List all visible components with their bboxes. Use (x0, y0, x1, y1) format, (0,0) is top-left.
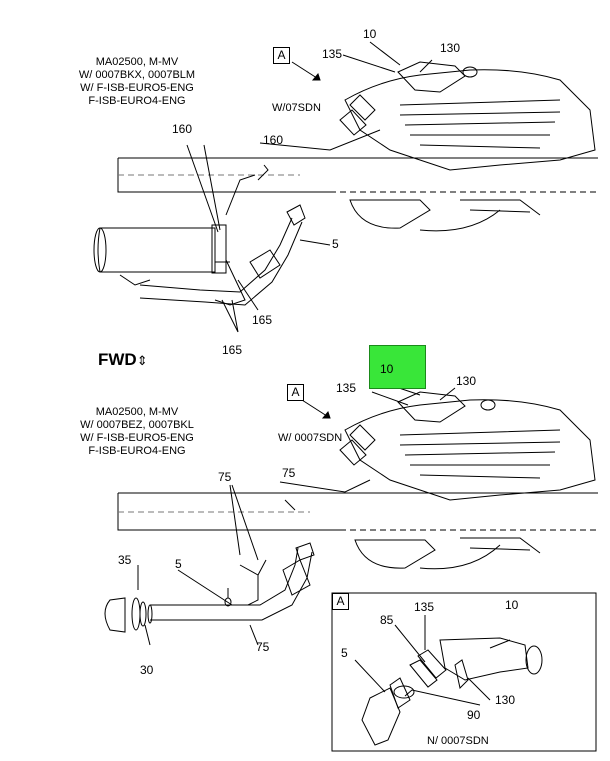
top-callout-165-low: 165 (222, 343, 243, 357)
bottom-callout-75-top: 75 (218, 470, 232, 484)
bottom-flange (104, 597, 153, 633)
bottom-config-caption: MA02500, M-MV W/ 0007BEZ, 0007BKL W/ F-I… (52, 406, 222, 458)
top-exhaust-pipe (139, 204, 306, 306)
bottom-caption-line: MA02500, M-MV (95, 406, 179, 418)
bottom-callout-10[interactable]: 10 (380, 362, 394, 376)
top-callout-135: 135 (322, 47, 343, 61)
detail-callout-85: 85 (380, 613, 394, 627)
top-variant-label: W/07SDN (272, 102, 321, 114)
detail-callout-5: 5 (341, 646, 348, 660)
detail-callout-90: 90 (467, 708, 481, 722)
top-callout-10: 10 (363, 27, 377, 41)
bottom-exhaust-pipe (150, 542, 315, 621)
fwd-label: FWD (98, 350, 137, 369)
bottom-callout-75-low: 75 (256, 640, 270, 654)
top-callout-5: 5 (332, 237, 339, 251)
top-callout-160-left: 160 (172, 122, 193, 136)
detail-pipe-assembly (361, 637, 543, 746)
detail-view-label-a: A (332, 593, 349, 610)
fwd-indicator: FWD⇕ (98, 350, 148, 370)
top-caption-line: W/ 0007BKX, 0007BLM (78, 69, 196, 81)
top-muffler (93, 224, 230, 286)
detail-callout-10: 10 (505, 598, 519, 612)
top-callout-130: 130 (440, 41, 461, 55)
highlight-marker (369, 345, 426, 389)
bottom-engine-assembly (339, 391, 596, 570)
bottom-caption-line: W/ 0007BEZ, 0007BKL (80, 419, 194, 431)
bottom-callout-5: 5 (175, 557, 182, 571)
detail-caption: N/ 0007SDN (427, 735, 489, 747)
top-engine-assembly (339, 61, 596, 232)
top-caption-line: W/ F-ISB-EURO5-ENG (80, 82, 194, 94)
detail-callout-135: 135 (414, 600, 435, 614)
bottom-variant-label: W/ 0007SDN (278, 432, 343, 444)
top-config-caption: MA02500, M-MV W/ 0007BKX, 0007BLM W/ F-I… (52, 56, 222, 108)
bottom-callout-35: 35 (118, 553, 132, 567)
top-view-ref-a: A (273, 47, 290, 64)
detail-view-frame (331, 592, 597, 752)
detail-callout-130: 130 (495, 693, 516, 707)
top-frame-rail (117, 157, 598, 193)
top-callout-160-right: 160 (263, 133, 284, 147)
bottom-callout-30: 30 (140, 663, 154, 677)
bottom-view-ref-a: A (287, 384, 304, 401)
bottom-callout-135: 135 (336, 381, 357, 395)
bottom-callout-130: 130 (456, 374, 477, 388)
bottom-caption-line: F-ISB-EURO4-ENG (88, 445, 186, 457)
top-caption-line: MA02500, M-MV (95, 56, 179, 68)
bottom-caption-line: W/ F-ISB-EURO5-ENG (80, 432, 194, 444)
top-callout-165-mid: 165 (252, 313, 273, 327)
fwd-arrow-icon: ⇕ (136, 353, 148, 368)
bottom-callout-75-mid: 75 (282, 466, 296, 480)
top-caption-line: F-ISB-EURO4-ENG (88, 95, 186, 107)
